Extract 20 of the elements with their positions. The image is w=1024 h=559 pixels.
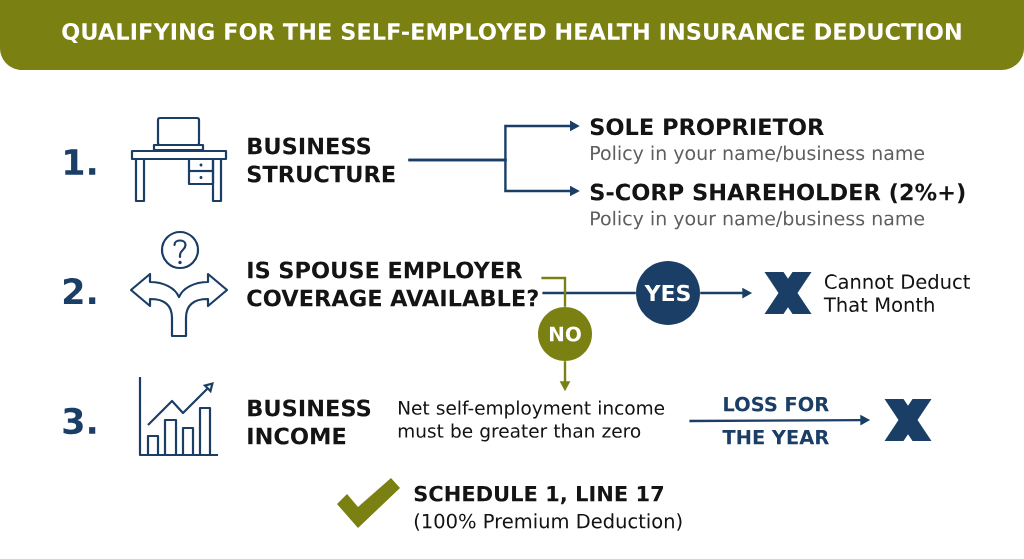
row-heading: BUSINESS INCOME [248,399,371,445]
result-note: (100% Premium Deduction) [414,513,682,531]
option-note: Policy in your name/business name [591,145,925,164]
connector-line [542,291,636,295]
step-number: 3. [63,407,96,435]
condition-text: Net self-employment income must be greater than zero [398,400,665,442]
note-text: Cannot Deduct That Month [823,273,970,313]
step-number: 2. [63,278,96,304]
connector-line [541,276,567,307]
question-text: IS SPOUSE EMPLOYER COVERAGE AVAILABLE? [247,261,538,307]
row-heading: BUSINESS STRUCTURE [247,137,395,183]
edge-label: LOSS FOR THE YEAR [722,396,829,445]
option-heading: SOLE PROPRIETOR [590,118,824,136]
option-heading: S-CORP SHAREHOLDER (2%+) [590,183,965,204]
step-number: 1. [65,149,96,175]
result-heading: SCHEDULE 1, LINE 17 [414,485,664,505]
cross-mark [884,399,932,441]
cross-mark [764,272,812,314]
option-note: Policy in your name/business name [591,210,925,230]
title-banner: QUALIFYING FOR THE SELF-EMPLOYED HEALTH INSURANCE DEDUCTION [0,0,1024,70]
